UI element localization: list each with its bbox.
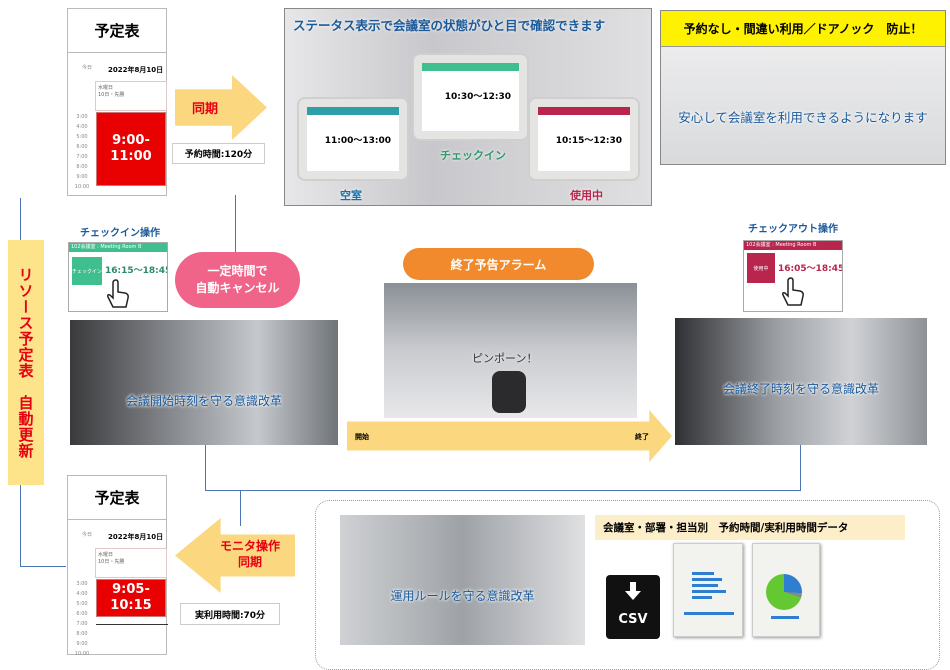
- status-in-use-label: 使用中: [570, 189, 603, 202]
- tablet-vacant: 11:00～13:00: [297, 97, 409, 181]
- room-name: 102会議室 : Meeting Room B: [744, 241, 842, 250]
- time-slot: 4:00: [76, 124, 88, 130]
- prevention-title: 予約なし・間違い利用／ドアノック 防止！: [661, 11, 945, 47]
- hand-pointer-icon: [782, 277, 804, 306]
- time-slot: 5:00: [76, 134, 88, 140]
- alarm-video: ピンポーン！: [384, 283, 637, 418]
- tablet-checkin: 10:30～12:30: [412, 53, 529, 141]
- rule-video-caption: 運用ルールを守る意識改革: [390, 589, 535, 603]
- today-button[interactable]: 今日: [82, 65, 93, 71]
- tablet-time: 10:15～12:30: [555, 136, 622, 146]
- pie-report-thumbnail[interactable]: [752, 543, 820, 637]
- status-panel: ステータス表示で会議室の状態がひと目で確認できます 11:00～13:00 10…: [284, 8, 652, 206]
- checkin-time: 16:15～18:45: [105, 266, 168, 276]
- data-title: 会議室・部署・担当別 予約時間/実利用時間データ: [595, 515, 905, 540]
- speaker-icon: [492, 371, 526, 413]
- connector-line: [205, 445, 206, 490]
- tablet-time: 10:30～12:30: [444, 92, 511, 102]
- checkout-status-button[interactable]: 使用中: [747, 253, 775, 283]
- room-name: 102会議室 : Meeting Room B: [69, 243, 167, 252]
- checkin-tablet-screen[interactable]: 102会議室 : Meeting Room B チェックイン 16:15～18:…: [68, 242, 168, 312]
- actual-time-box: 実利用時間:70分: [180, 603, 280, 625]
- checkin-video: 会議開始時刻を守る意識改革: [70, 320, 338, 445]
- reserved-event[interactable]: 9:00- 11:00: [96, 112, 166, 186]
- auto-update-banner: リソース予定表 自動更新: [8, 240, 44, 485]
- day-subtitle: 10日・先勝: [98, 559, 125, 565]
- tablet-time: 11:00～13:00: [324, 136, 391, 146]
- connector-line: [20, 566, 66, 567]
- time-slot: 4:00: [76, 591, 88, 597]
- auto-update-label: リソース予定表 自動更新: [16, 266, 35, 459]
- time-column: 3:00 4:00 5:00 6:00 7:00 8:00 9:00 10:00: [70, 579, 94, 659]
- prevention-caption: 安心して会議室を利用できるようになります: [678, 110, 928, 125]
- current-time-line: [96, 624, 168, 625]
- csv-download-icon[interactable]: CSV: [606, 575, 660, 639]
- connector-line: [205, 490, 801, 491]
- checkout-tablet-screen[interactable]: 102会議室 : Meeting Room B 使用中 16:05～18:45: [743, 240, 843, 312]
- checkin-video-caption: 会議開始時刻を守る意識改革: [125, 394, 282, 408]
- connector-line: [240, 490, 241, 526]
- time-slot: 10:00: [74, 184, 90, 190]
- timeline-end: 終了: [635, 433, 649, 441]
- calendar-date: 2022年8月10日: [108, 533, 164, 541]
- connector-line: [800, 445, 801, 490]
- calendar-title: 予定表: [68, 9, 166, 53]
- alarm-pill: 終了予告アラーム: [403, 248, 594, 280]
- day-subtitle: 10日・先勝: [98, 92, 125, 98]
- time-slot: 10:00: [74, 651, 90, 657]
- sync-label: 同期: [191, 102, 218, 117]
- status-checkin-label: チェックイン: [440, 149, 506, 162]
- rule-video: 運用ルールを守る意識改革: [340, 515, 585, 645]
- time-slot: 6:00: [76, 611, 88, 617]
- download-arrow-icon: [625, 582, 641, 600]
- prevention-panel: 予約なし・間違い利用／ドアノック 防止！ 安心して会議室を利用できるようになりま…: [660, 10, 946, 165]
- alarm-sound-text: ピンポーン！: [472, 352, 538, 365]
- time-column: 3:00 4:00 5:00 6:00 7:00 8:00 9:00 10:00: [70, 112, 94, 192]
- today-button[interactable]: 今日: [82, 532, 93, 538]
- calendar-date: 2022年8月10日: [108, 66, 164, 74]
- time-slot: 6:00: [76, 144, 88, 150]
- timeline-start: 開始: [355, 433, 369, 441]
- tablet-in-use: 10:15～12:30: [528, 97, 640, 181]
- time-slot: 9:00: [76, 641, 88, 647]
- time-slot: 7:00: [76, 621, 88, 627]
- time-slot: 8:00: [76, 631, 88, 637]
- status-title: ステータス表示で会議室の状態がひと目で確認できます: [293, 18, 606, 33]
- bar-report-thumbnail[interactable]: [673, 543, 743, 637]
- checkout-time: 16:05～18:45: [778, 264, 843, 274]
- status-vacant-label: 空室: [340, 189, 362, 202]
- monitor-sync-label: モニタ操作 同期: [219, 539, 280, 569]
- weekday: 水曜日: [98, 85, 114, 91]
- connector-line: [235, 195, 236, 252]
- checkout-label: チェックアウト操作: [748, 224, 838, 235]
- actual-event[interactable]: 9:05- 10:15: [96, 579, 166, 617]
- weekday: 水曜日: [98, 552, 114, 558]
- checkout-video-caption: 会議終了時刻を守る意識改革: [722, 382, 879, 396]
- time-slot: 8:00: [76, 164, 88, 170]
- auto-cancel-pill: 一定時間で 自動キャンセル: [175, 252, 300, 308]
- reserved-time-box: 予約時間:120分: [172, 143, 265, 164]
- csv-label: CSV: [618, 612, 648, 627]
- time-slot: 5:00: [76, 601, 88, 607]
- time-slot: 3:00: [76, 114, 88, 120]
- hand-pointer-icon: [107, 279, 129, 308]
- checkin-label: チェックイン操作: [80, 228, 160, 239]
- checkin-button[interactable]: チェックイン: [72, 257, 102, 285]
- time-slot: 3:00: [76, 581, 88, 587]
- time-slot: 7:00: [76, 154, 88, 160]
- checkout-video: 会議終了時刻を守る意識改革: [675, 318, 927, 445]
- time-slot: 9:00: [76, 174, 88, 180]
- calendar-title: 予定表: [68, 476, 166, 520]
